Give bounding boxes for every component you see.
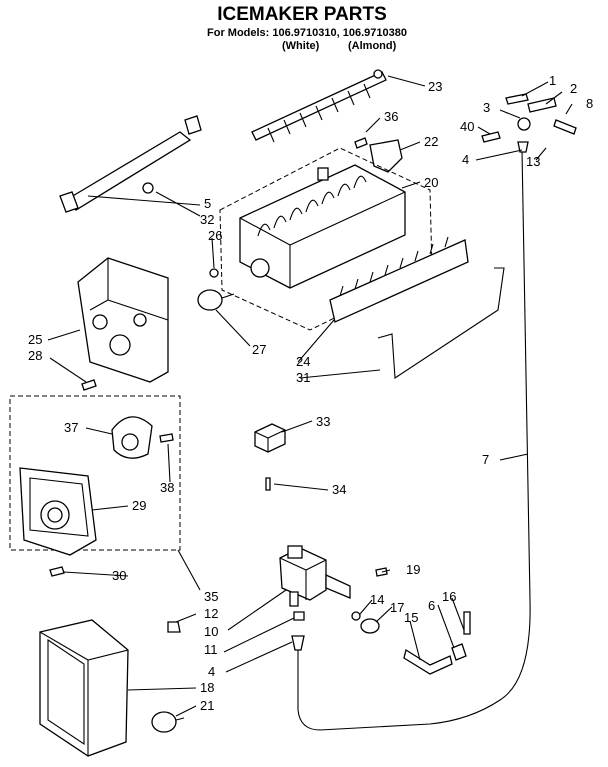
callout-32: 32 — [200, 212, 214, 227]
callout-8: 8 — [586, 96, 593, 111]
callout-22: 22 — [424, 134, 438, 149]
mounting-plate-part — [19, 467, 97, 556]
callout-34: 34 — [332, 482, 346, 497]
callout-26: 26 — [208, 228, 222, 243]
screw-19-part — [375, 567, 388, 577]
shutoff-arm-part — [377, 267, 505, 379]
callout-29: 29 — [132, 498, 146, 513]
nut-12-part — [167, 621, 181, 633]
callout-4-bottom: 4 — [208, 664, 215, 679]
callout-38: 38 — [160, 480, 174, 495]
callout-35: 35 — [204, 589, 218, 604]
callout-40: 40 — [460, 119, 474, 134]
almond-label: (Almond) — [348, 40, 397, 52]
callout-12: 12 — [204, 606, 218, 621]
callout-25: 25 — [28, 332, 42, 347]
motor-group-outline — [9, 395, 181, 551]
models-line: For Models: 106.9710310, 106.9710380 — [207, 27, 407, 39]
callout-27: 27 — [252, 342, 266, 357]
callout-23: 23 — [428, 79, 442, 94]
callout-labels: 1 2 3 8 40 36 23 22 20 13 4 5 32 26 25 2… — [28, 73, 593, 713]
callout-24: 24 — [296, 354, 310, 369]
motor-27-part — [197, 289, 235, 311]
ice-stripper-part — [329, 236, 469, 323]
white-label: (White) — [282, 40, 320, 52]
spacer-26-part — [209, 268, 219, 278]
callout-11: 11 — [204, 642, 218, 657]
callout-15: 15 — [404, 610, 418, 625]
callout-21: 21 — [200, 698, 214, 713]
callout-5: 5 — [204, 196, 211, 211]
screw-28-part — [81, 379, 97, 391]
knob-part — [151, 711, 185, 733]
callout-37: 37 — [64, 420, 78, 435]
cover-part — [39, 619, 129, 757]
callout-14: 14 — [370, 592, 384, 607]
callout-36: 36 — [384, 109, 398, 124]
leader-lines — [47, 75, 573, 717]
nut-11-part — [293, 611, 305, 621]
callout-16: 16 — [442, 589, 456, 604]
ejector-part — [251, 69, 387, 143]
callout-2: 2 — [570, 81, 577, 96]
clip-5-part — [142, 182, 154, 194]
callout-31: 31 — [296, 370, 310, 385]
callout-1: 1 — [549, 73, 556, 88]
callout-30: 30 — [112, 568, 126, 583]
screw-30-part — [49, 566, 65, 577]
water-valve-part — [279, 545, 351, 607]
washer-14-part — [351, 611, 361, 621]
motor-37-part — [111, 416, 153, 459]
callout-6: 6 — [428, 598, 435, 613]
callout-13: 13 — [526, 154, 540, 169]
callout-20: 20 — [424, 175, 438, 190]
mold-part — [239, 164, 406, 289]
screw-36-part — [354, 137, 368, 149]
tube-15-part — [403, 648, 453, 675]
screw-16-part — [463, 611, 471, 635]
adapter-17-part — [360, 618, 380, 634]
fill-tube-fittings-part — [481, 93, 577, 153]
ferrule-4-lower-part — [291, 635, 305, 651]
callout-28: 28 — [28, 348, 42, 363]
callout-19: 19 — [406, 562, 420, 577]
callout-33: 33 — [316, 414, 330, 429]
bracket-33-part — [254, 423, 286, 453]
screw-34-part — [265, 477, 271, 491]
callout-7: 7 — [482, 452, 489, 467]
diagram-title: ICEMAKER PARTS — [217, 4, 387, 25]
clamp-6-part — [451, 643, 467, 661]
callout-17: 17 — [390, 600, 404, 615]
callout-10: 10 — [204, 624, 218, 639]
callout-18: 18 — [200, 680, 214, 695]
fill-cup-part — [59, 115, 202, 213]
callout-4-top: 4 — [462, 152, 469, 167]
callout-3: 3 — [483, 100, 490, 115]
control-housing-part — [77, 257, 169, 383]
water-tube-part — [297, 149, 531, 731]
screw-38-part — [159, 433, 174, 443]
thermostat-part — [369, 139, 403, 173]
